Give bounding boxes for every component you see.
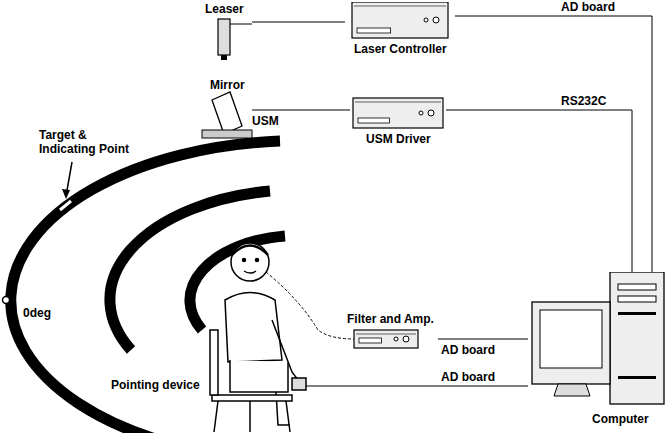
signal-wire xyxy=(446,110,632,272)
device-label: Filter and Amp. xyxy=(347,312,434,326)
interface-label: AD board xyxy=(440,370,496,384)
device-box: Laser Controller xyxy=(345,2,455,58)
electrode-wire xyxy=(266,272,354,339)
interface-label: RS232C xyxy=(560,94,607,108)
interface-label: AD board xyxy=(440,343,496,357)
angle-label: 0deg xyxy=(22,306,52,320)
device-label: Mirror xyxy=(210,78,245,92)
subject-figure xyxy=(210,243,306,432)
part-label: Pointing device xyxy=(110,378,201,392)
node-figure xyxy=(528,272,666,432)
signal-wire xyxy=(438,339,528,340)
device-box: USM Driver xyxy=(350,96,446,152)
signal-wire xyxy=(286,110,350,111)
pointing-device-wire xyxy=(306,386,528,387)
mirror-usm-node: MirrorUSM xyxy=(196,78,286,140)
laser-node: Leaser xyxy=(196,2,252,60)
signal-wire xyxy=(455,16,652,272)
target-mark xyxy=(60,201,71,210)
computer-node: Computer xyxy=(528,272,666,432)
zero-degree-dot xyxy=(3,297,10,304)
target-arrowhead xyxy=(62,189,70,199)
callout-label: Target & Indicating Point xyxy=(38,128,144,156)
device-label: Leaser xyxy=(205,2,244,16)
device-label: Computer xyxy=(592,412,649,426)
device-box: Filter and Amp. xyxy=(342,312,438,352)
device-label: USM Driver xyxy=(366,132,431,146)
signal-wire xyxy=(252,22,345,23)
device-label: USM xyxy=(252,114,279,128)
device-label: Laser Controller xyxy=(354,42,447,56)
pointing-device-symbol xyxy=(292,378,306,390)
interface-label: AD board xyxy=(560,0,616,14)
